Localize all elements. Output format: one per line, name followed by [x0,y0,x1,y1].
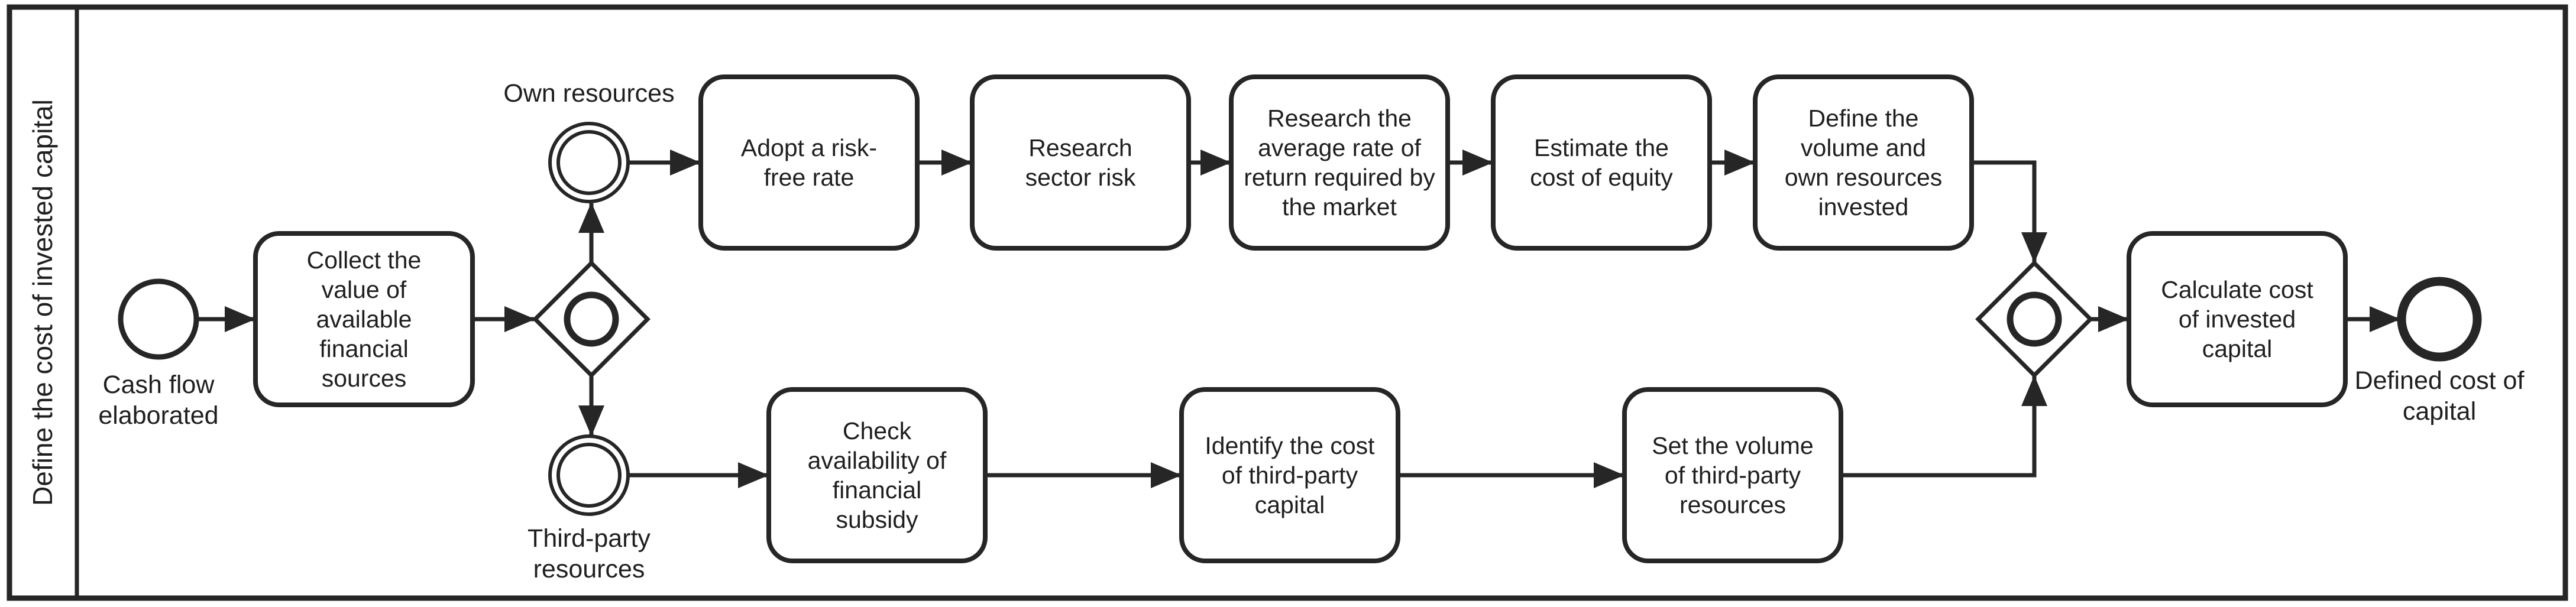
third-party-inner-ring [556,443,622,508]
join-gateway-diamond [1975,260,2093,378]
intermediate-event-third-party [548,434,630,516]
task-check-subsidy: Check availability of financial subsidy [807,417,947,534]
task-box-define-volume-own [1753,74,1974,251]
join-gateway-circle-icon [2007,291,2062,347]
end-event-circle [2397,277,2482,362]
task-identify-third-party-cost: Identify the cost of third-party capital [1205,431,1375,518]
third-party-outer-ring [548,434,630,516]
split-inclusive-gateway [532,260,651,378]
third-party-label: Third-party resources [528,524,651,583]
pool-border [7,4,2568,601]
task-box-research-average [1229,74,1450,251]
end-event-label: Defined cost of capital [2354,366,2525,426]
start-event-circle [118,278,199,360]
task-collect-value: Collect the value of available financial… [306,246,422,392]
join-inclusive-gateway [1975,260,2093,378]
task-box-check-subsidy [766,387,988,563]
task-set-volume-third-party: Set the volume of third-party resources [1652,431,1814,518]
flow-set-volume-to-join-gateway [1841,375,2047,478]
flow-define-volume-to-join-gateway [1972,160,2047,263]
sequence-flows [196,150,2400,488]
task-box-calculate-cost [2127,231,2348,407]
split-gateway-diamond [532,260,651,378]
own-resources-label: Own resources [503,79,675,108]
task-define-volume-own: Define the volume and own resources inve… [1784,104,1943,221]
lane-label: Define the cost of invested capital [9,7,76,598]
task-box-estimate-equity [1491,74,1712,251]
task-research-average: Research the average rate of return requ… [1244,104,1435,221]
intermediate-event-own-resources [548,122,630,203]
task-research-sector: Research sector risk [1025,134,1136,191]
own-resources-inner-ring [556,130,622,195]
start-event-label: Cash flow elaborated [98,370,219,430]
lane-label-text: Define the cost of invested capital [27,99,58,506]
task-boxes [253,74,2348,563]
task-box-adopt-risk-free [698,74,920,251]
task-box-research-sector [970,74,1191,251]
task-calculate-cost: Calculate cost of invested capital [2161,275,2313,362]
own-resources-outer-ring [548,122,630,203]
task-box-set-volume-third-party [1622,387,1843,563]
split-gateway-circle-icon [564,291,619,347]
task-adopt-risk-free: Adopt a risk-free rate [740,134,878,191]
task-box-identify-third-party-cost [1179,387,1400,563]
task-estimate-equity: Estimate the cost of equity [1530,134,1673,191]
task-box-collect-value [253,231,475,407]
